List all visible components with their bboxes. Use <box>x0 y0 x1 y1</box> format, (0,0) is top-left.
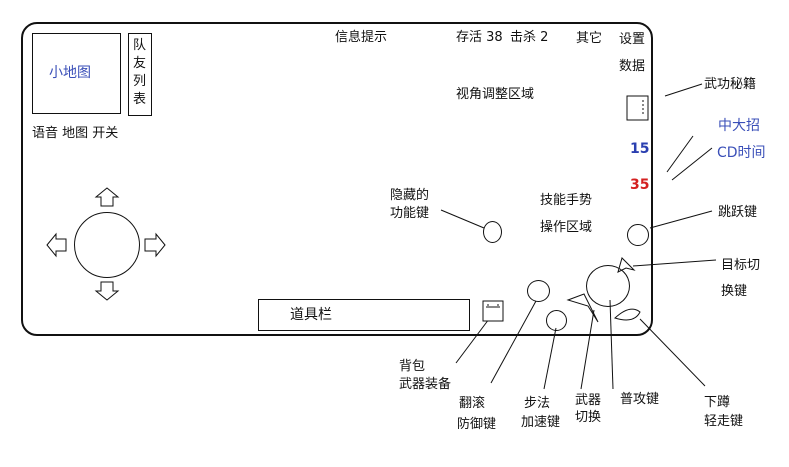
weapon-switch-arrow-top-icon <box>617 257 636 273</box>
callout-crouch: 轻走键 <box>704 414 744 429</box>
team-list-char: 列 <box>133 74 147 89</box>
screen-frame <box>21 22 653 336</box>
minimap[interactable]: 小地图 <box>32 33 121 114</box>
callout-crouch: 下蹲 <box>704 395 731 410</box>
callout-roll: 防御键 <box>457 417 497 432</box>
callout-steps: 步法 <box>524 396 551 411</box>
cd-value-red: 35 <box>630 177 650 193</box>
other-button[interactable]: 其它 <box>576 31 603 46</box>
settings-button[interactable]: 设置 <box>619 32 646 47</box>
callout-steps: 加速键 <box>521 415 561 430</box>
skill-gesture-label: 技能手势 <box>540 193 593 208</box>
callout-martial-arts: 武功秘籍 <box>704 77 757 92</box>
callout-weapon-switch: 武器 <box>575 393 602 408</box>
hidden-func-label: 隐藏的 <box>390 188 430 203</box>
arrow-up-icon <box>94 187 120 207</box>
steps-button[interactable] <box>546 310 567 331</box>
minimap-label: 小地图 <box>49 65 91 81</box>
hidden-func-button[interactable] <box>483 221 502 243</box>
kill-count: 击杀 2 <box>510 30 549 45</box>
arrow-left-icon <box>46 232 67 258</box>
callout-backpack: 武器装备 <box>399 377 452 392</box>
weapon-switch-arrow-left-icon <box>566 293 599 323</box>
callout-roll: 翻滚 <box>459 396 486 411</box>
callout-ultimate: 中大招 <box>718 118 760 134</box>
info-tip: 信息提示 <box>335 30 388 45</box>
voice-map-switch[interactable]: 语音 地图 开关 <box>32 126 119 141</box>
cd-value-blue: 15 <box>630 141 650 157</box>
joystick[interactable] <box>74 212 140 278</box>
data-button[interactable]: 数据 <box>619 59 646 74</box>
attack-button[interactable] <box>586 265 630 307</box>
item-bar-label: 道具栏 <box>290 307 332 323</box>
roll-button[interactable] <box>527 280 550 302</box>
item-bar[interactable]: 道具栏 <box>258 299 470 331</box>
alive-count: 存活 38 <box>456 30 503 45</box>
jump-button[interactable] <box>627 224 649 246</box>
callout-ultimate: CD时间 <box>717 145 766 161</box>
callout-jump: 跳跃键 <box>718 205 758 220</box>
callout-attack: 普攻键 <box>620 392 660 407</box>
hidden-func-label: 功能键 <box>390 206 430 221</box>
crouch-shape-icon <box>614 308 641 321</box>
skill-gesture-label: 操作区域 <box>540 220 593 235</box>
callout-backpack: 背包 <box>399 359 426 374</box>
team-list[interactable]: 队 友 列 表 <box>128 33 152 116</box>
arrow-down-icon <box>94 281 120 301</box>
arrow-right-icon <box>144 232 166 258</box>
callout-target-switch: 目标切 <box>721 258 761 273</box>
callout-target-switch: 换键 <box>721 284 748 299</box>
team-list-char: 友 <box>133 56 147 71</box>
team-list-char: 表 <box>133 92 147 107</box>
team-list-char: 队 <box>133 38 147 53</box>
callout-weapon-switch: 切换 <box>575 410 602 425</box>
camera-area-label: 视角调整区域 <box>456 87 535 102</box>
